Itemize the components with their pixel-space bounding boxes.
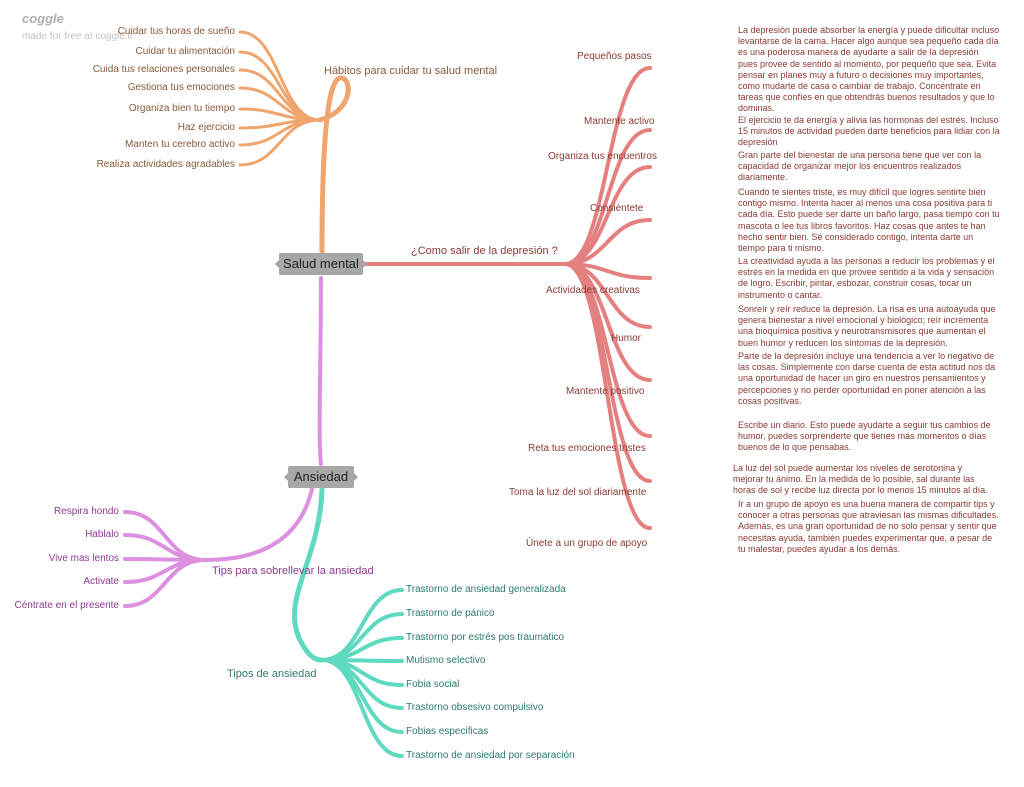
link-tip-4 <box>123 558 207 608</box>
brand: coggle made for free at coggle.it <box>22 11 133 42</box>
tips-title[interactable]: Tips para sobrellevar la ansiedad <box>212 565 374 577</box>
depression-note: El ejercicio te da energía y alivia las … <box>738 115 1000 148</box>
habits-title[interactable]: Hábitos para cuidar tu salud mental <box>324 65 498 77</box>
link-dep-9 <box>563 262 652 530</box>
link-dep-0 <box>563 66 652 266</box>
types-title[interactable]: Tipos de ansiedad <box>227 668 317 680</box>
depression-item[interactable]: Mantente positivo <box>566 386 645 397</box>
link-habits-trunk <box>317 75 351 256</box>
anxiety-type-item[interactable]: Mutismo selectivo <box>406 655 486 666</box>
depression-item[interactable]: Pequeños pasos <box>577 51 652 62</box>
anxiety-type-item[interactable]: Fobia social <box>406 679 460 690</box>
depression-note: La luz del sol puede aumentar los nivele… <box>733 463 988 496</box>
anxiety-type-item[interactable]: Trastorno de ansiedad generalizada <box>406 584 566 595</box>
link-type-7 <box>320 658 404 758</box>
habit-item[interactable]: Haz ejercicio <box>177 122 235 133</box>
depression-item[interactable]: Organiza tus encuentros <box>548 151 657 162</box>
anxiety-type-item[interactable]: Trastorno por estrés pos traumatico <box>406 632 565 643</box>
depression-item[interactable]: Reta tus emociones tristes <box>528 443 646 454</box>
node-salud-mental[interactable]: Salud mental <box>275 253 367 275</box>
depression-item[interactable]: Únete a un grupo de apoyo <box>526 538 648 549</box>
brand-tagline: made for free at coggle.it <box>22 31 133 42</box>
node-ansiedad[interactable]: Ansiedad <box>284 466 358 488</box>
link-habit-4 <box>238 107 322 122</box>
depression-title[interactable]: ¿Como salir de la depresión ? <box>411 245 558 257</box>
habit-item[interactable]: Organiza bien tu tiempo <box>128 103 235 114</box>
tip-item[interactable]: Activate <box>83 576 119 587</box>
habit-item[interactable]: Gestiona tus emociones <box>127 82 235 93</box>
link-habit-7 <box>238 118 322 167</box>
depression-note: Gran parte del bienestar de una persona … <box>738 150 982 183</box>
depression-note: La depresión puede absorber la energía y… <box>738 25 1000 114</box>
link-habit-0 <box>238 30 322 122</box>
tip-item[interactable]: Respira hondo <box>53 506 119 517</box>
anxiety-type-item[interactable]: Trastorno obsesivo compulsivo <box>406 702 544 713</box>
tip-item[interactable]: Vive mas lentos <box>48 553 119 564</box>
tip-item[interactable]: Céntrate en el presente <box>14 600 119 611</box>
habit-item[interactable]: Cuidar tu alimentación <box>135 46 236 57</box>
tip-item[interactable]: Hablalo <box>85 529 119 540</box>
depression-item[interactable]: Actividades creativas <box>546 285 640 296</box>
depression-item[interactable]: Consiéntete <box>590 203 644 214</box>
depression-note: Escribe un diario. Esto puede ayudarte a… <box>738 420 991 453</box>
depression-note: Ir a un grupo de apoyo es una buena mane… <box>738 499 999 554</box>
habit-item[interactable]: Cuidar tus horas de sueño <box>117 26 235 37</box>
depression-item[interactable]: Mantente activo <box>584 116 655 127</box>
depression-item[interactable]: Humor <box>611 333 642 344</box>
habit-item[interactable]: Cuida tus relaciones personales <box>92 64 235 75</box>
link-dep-2 <box>563 165 652 266</box>
link-salud-ansiedad <box>317 276 323 466</box>
depression-note: Sonreír y reír reduce la depresión. La r… <box>738 304 996 348</box>
link-types-trunk <box>291 486 325 663</box>
depression-item[interactable]: Toma la luz del sol diariamente <box>509 487 647 498</box>
link-dep-3 <box>563 218 652 266</box>
anxiety-type-item[interactable]: Trastorno de ansiedad por separación <box>406 750 575 761</box>
link-tips-trunk <box>203 487 314 562</box>
anxiety-type-item[interactable]: Fobias especificas <box>406 726 489 737</box>
habit-item[interactable]: Realiza actividades agradables <box>96 159 235 170</box>
depression-note: Cuando te sientes triste, es muy difícil… <box>738 187 1000 254</box>
coggle-logo: coggle <box>22 11 64 26</box>
branch-links <box>123 30 652 758</box>
anxiety-type-item[interactable]: Trastorno de pánico <box>406 608 495 619</box>
depression-note: La creatividad ayuda a las personas a re… <box>738 256 995 300</box>
depression-note: Parte de la depresión incluye una tenden… <box>738 351 996 406</box>
habit-item[interactable]: Manten tu cerebro activo <box>124 139 235 150</box>
